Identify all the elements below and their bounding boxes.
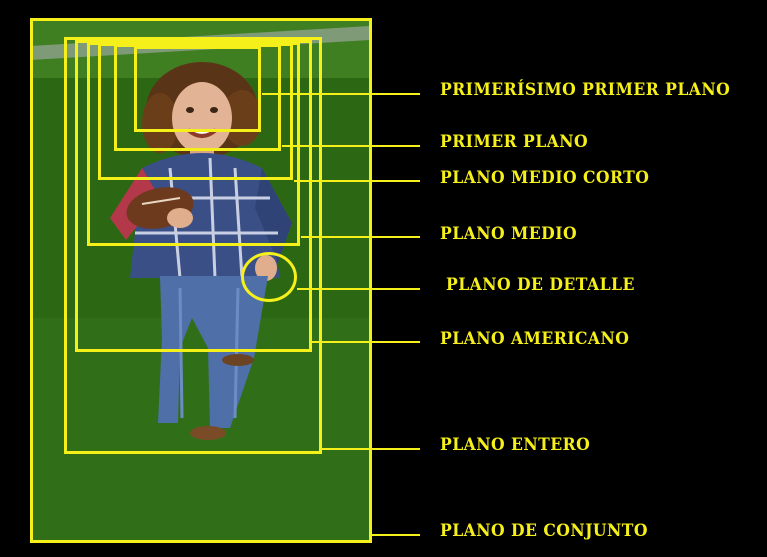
frame-primerisimo-primer-plano: [134, 46, 261, 132]
label-plano-de-detalle: PLANO DE DETALLE: [446, 275, 635, 295]
frame-plano-de-conjunto: [30, 18, 372, 543]
leader-pc: [372, 534, 420, 536]
label-plano-entero: PLANO ENTERO: [440, 435, 591, 455]
leader-pa: [312, 341, 420, 343]
label-primerisimo-primer-plano: PRIMERÍSIMO PRIMER PLANO: [440, 80, 731, 100]
label-plano-americano: PLANO AMERICANO: [440, 329, 630, 349]
label-plano-medio-corto: PLANO MEDIO CORTO: [440, 168, 650, 188]
frame-plano-entero: [64, 37, 322, 454]
frame-plano-de-detalle: [241, 252, 297, 302]
leader-pm: [301, 236, 420, 238]
leader-pe: [322, 448, 420, 450]
frame-plano-americano: [75, 40, 312, 352]
frame-primer-plano: [114, 44, 281, 151]
leader-ppp: [262, 93, 420, 95]
running-girl-photo: [30, 18, 370, 543]
leader-pp: [282, 145, 420, 147]
label-plano-medio: PLANO MEDIO: [440, 224, 578, 244]
photo-illustration: [30, 18, 370, 543]
label-plano-de-conjunto: PLANO DE CONJUNTO: [440, 521, 648, 541]
leader-pmc: [294, 180, 420, 182]
leader-pd: [297, 288, 420, 290]
label-primer-plano: PRIMER PLANO: [440, 132, 589, 152]
